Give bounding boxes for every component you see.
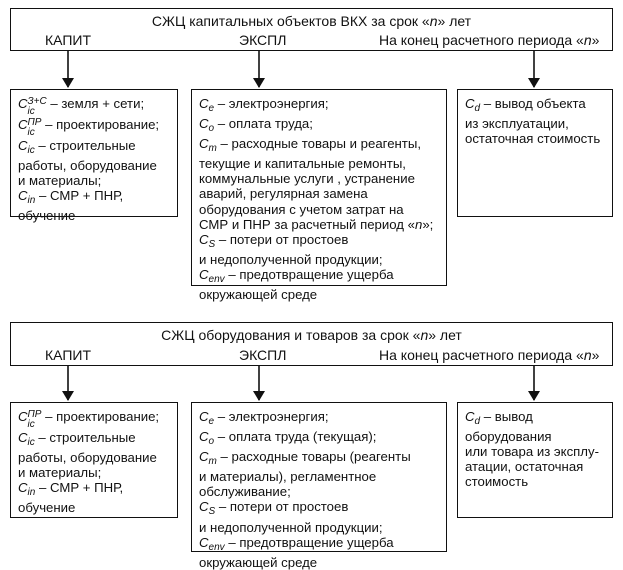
bottom-kapit-in-2: обучение — [18, 500, 76, 516]
bottom-end-d-5: стоимость — [465, 474, 529, 490]
top-ekspl-m: Cm – расходные товары и реагенты, — [199, 136, 421, 155]
top-ekspl-box: Ce – электроэнергия; Co – оплата труда; … — [191, 89, 447, 302]
bottom-ekspl-env: Cenv – предотвращение ущерба — [199, 534, 394, 553]
bottom-ekspl-s-2: и недополученной продукции; — [199, 519, 383, 535]
top-ekspl-e: Ce – электроэнергия; — [199, 96, 329, 114]
top-end-d: Cd – вывод объекта — [465, 96, 586, 114]
bottom-kapit-build-3: и материалы; — [18, 465, 102, 481]
top-kapit-in: Cin – СМР + ПНР, — [18, 188, 124, 207]
bottom-ekspl-env-2: окружающей среде — [199, 554, 318, 570]
top-ekspl-env-2: окружающей среде — [199, 287, 318, 303]
bottom-end-d-4: атации, остаточная — [465, 459, 584, 475]
top-kapit-build-3: и материалы; — [18, 173, 102, 189]
bottom-end-d-3: или товара из эксплу- — [465, 444, 599, 460]
top-kapit-build-2: работы, оборудование — [18, 158, 157, 174]
bottom-ekspl-m-3: обслуживание; — [199, 484, 291, 500]
bottom-label-end-period: На конец расчетного периода «n» — [379, 347, 600, 363]
bottom-ekspl-box: Ce – электроэнергия; Co – оплата труда (… — [191, 402, 447, 570]
bottom-label-ekspl: ЭКСПЛ — [239, 347, 287, 363]
bottom-kapit-build-2: работы, оборудование — [18, 450, 157, 466]
bottom-ekspl-m-2: и материалы), регламентное — [199, 469, 377, 485]
top-ekspl-m-2: текущие и капитальные ремонты, — [199, 156, 406, 172]
top-ekspl-m-4: аварий, регулярная замена — [199, 186, 368, 202]
bottom-label-kapit: КАПИТ — [45, 347, 92, 363]
bottom-kapit-build: Cic – строительные — [18, 430, 136, 448]
bottom-header-box: СЖЦ оборудования и товаров за срок «n» л… — [10, 322, 613, 366]
bottom-ekspl-m: Cm – расходные товары (реагенты — [199, 449, 411, 468]
top-label-ekspl: ЭКСПЛ — [239, 32, 287, 48]
bottom-end-box: Cd – вывод оборудования или товара из эк… — [457, 402, 613, 518]
bottom-header-title: СЖЦ оборудования и товаров за срок «n» л… — [161, 327, 462, 343]
bottom-ekspl-o: Co – оплата труда (текущая); — [199, 429, 377, 448]
top-ekspl-s-2: и недополученной продукции; — [199, 251, 383, 267]
top-label-kapit: КАПИТ — [45, 32, 92, 48]
top-ekspl-s: CS – потери от простоев — [199, 231, 349, 250]
bottom-ekspl-s: CS – потери от простоев — [199, 499, 349, 518]
top-label-end-period: На конец расчетного периода «n» — [379, 32, 600, 48]
bottom-end-d-2: оборудования — [465, 429, 552, 445]
bottom-ekspl-e: Ce – электроэнергия; — [199, 409, 329, 427]
top-kapit-build: Cic – строительные — [18, 138, 136, 156]
bottom-end-d: Cd – вывод — [465, 409, 533, 427]
top-ekspl-m-5: оборудования с учетом затрат на — [199, 201, 404, 217]
top-end-d-2: из эксплуатации, — [465, 116, 569, 132]
top-ekspl-m-6: СМР и ПНР за расчетный период «n»; — [199, 216, 434, 232]
bottom-kapit-in: Cin – СМР + ПНР, — [18, 480, 124, 499]
top-end-box: Cd – вывод объекта из эксплуатации, оста… — [457, 89, 613, 217]
top-ekspl-m-3: коммунальные услуги , устранение — [199, 171, 415, 187]
top-kapit-in-2: обучение — [18, 208, 76, 224]
top-header-box: СЖЦ капитальных объектов ВКХ за срок «n»… — [10, 8, 613, 51]
top-header-title: СЖЦ капитальных объектов ВКХ за срок «n»… — [151, 13, 472, 29]
top-ekspl-env: Cenv – предотвращение ущерба — [199, 266, 394, 285]
top-end-d-3: остаточная стоимость — [465, 131, 601, 147]
top-ekspl-o: Co – оплата труда; — [199, 116, 313, 135]
